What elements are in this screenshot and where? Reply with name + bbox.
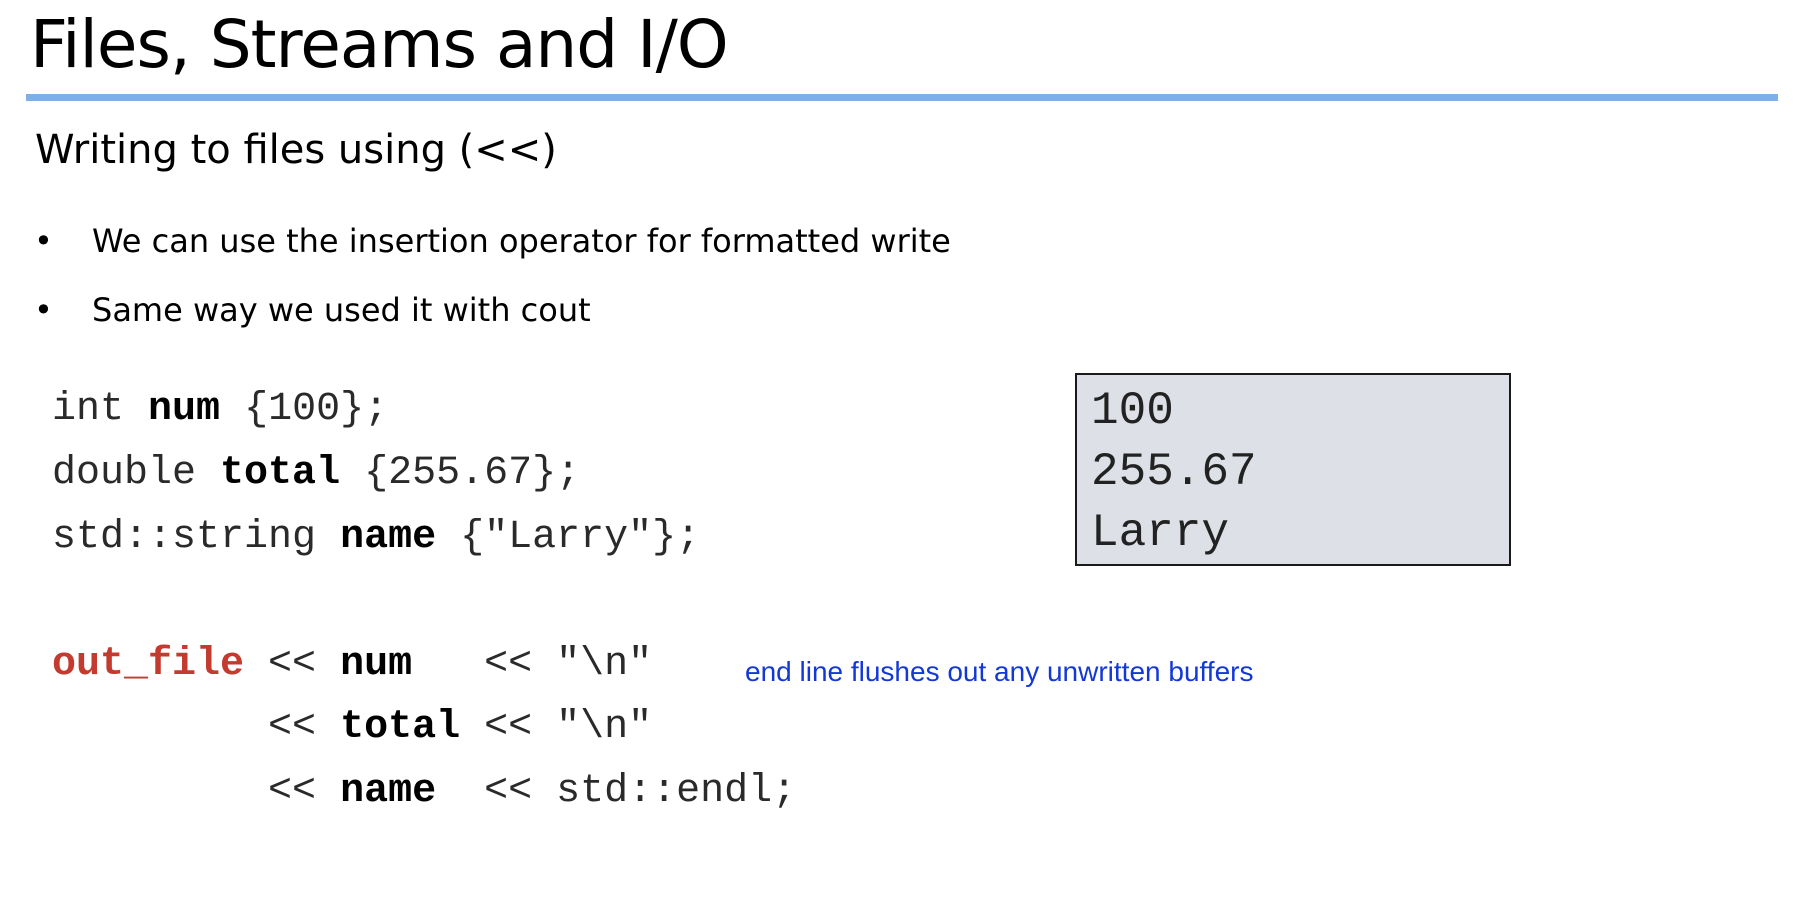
code-variable: num [340, 642, 413, 687]
code-line-declaration: std::string name {"Larry"}; [52, 510, 700, 566]
code-line-declaration: int num {100}; [52, 382, 388, 438]
endl-annotation: end line flushes out any unwritten buffe… [745, 656, 1254, 687]
bullet-item: • We can use the insertion operator for … [0, 217, 1200, 265]
code-variable: name [340, 515, 437, 560]
code-variable: name [340, 769, 437, 814]
code-type: int [52, 387, 125, 432]
code-variable: total [340, 705, 461, 750]
code-initializer: {100}; [244, 387, 389, 432]
code-type: double [52, 451, 197, 496]
output-line: Larry [1091, 507, 1230, 559]
insertion-operator: << [484, 642, 533, 687]
insertion-operator: << [268, 769, 317, 814]
code-line-stream: out_file << num << "\n" [52, 637, 652, 693]
code-value: "\n" [556, 642, 653, 687]
output-line: 255.67 [1091, 446, 1257, 498]
insertion-operator: << [484, 769, 533, 814]
title-underline [26, 94, 1778, 101]
code-line-declaration: double total {255.67}; [52, 446, 580, 502]
bullet-text: We can use the insertion operator for fo… [92, 222, 951, 260]
bullet-dot: • [34, 291, 53, 329]
slide-subtitle: Writing to files using (<<) [35, 127, 557, 173]
insertion-operator: << [268, 642, 317, 687]
code-value: "\n" [556, 705, 653, 750]
bullet-dot: • [34, 222, 53, 260]
file-output-box: 100 255.67 Larry [1075, 373, 1511, 566]
slide-title: Files, Streams and I/O [30, 6, 729, 83]
code-variable: num [148, 387, 221, 432]
code-variable: total [220, 451, 341, 496]
output-line: 100 [1091, 385, 1174, 437]
code-type: std::string [52, 515, 317, 560]
code-line-stream: << total << "\n" [52, 700, 652, 756]
code-initializer: {255.67}; [364, 451, 581, 496]
insertion-operator: << [484, 705, 533, 750]
code-line-stream: << name << std::endl; [52, 764, 796, 820]
stream-variable: out_file [52, 642, 245, 687]
code-initializer: {"Larry"}; [460, 515, 701, 560]
insertion-operator: << [268, 705, 317, 750]
bullet-item: • Same way we used it with cout [0, 286, 1200, 334]
bullet-text: Same way we used it with cout [92, 291, 591, 329]
code-value: std::endl; [556, 769, 797, 814]
